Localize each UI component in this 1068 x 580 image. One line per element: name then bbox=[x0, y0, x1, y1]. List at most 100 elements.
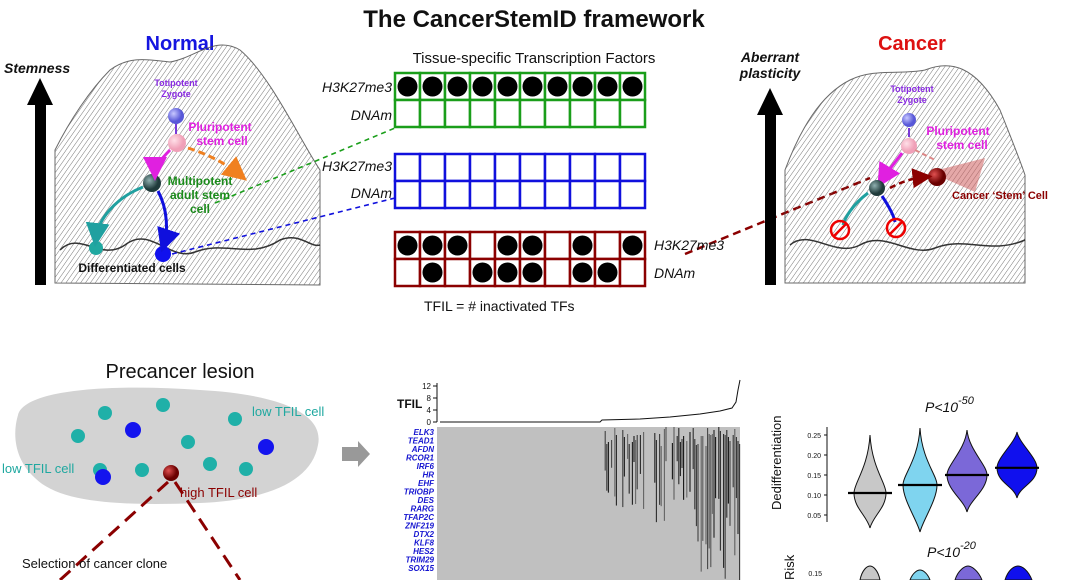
blocked-icon-left bbox=[829, 219, 851, 241]
mark-dot bbox=[422, 262, 443, 283]
totipotent-label-1: Totipotent bbox=[154, 78, 197, 88]
gene-label: SOX15 bbox=[408, 564, 434, 573]
tfil-tick: 8 bbox=[427, 394, 432, 403]
mark-dot bbox=[422, 235, 443, 256]
connector-green bbox=[214, 127, 396, 204]
heatmap-stripes bbox=[604, 427, 741, 580]
green-grid bbox=[393, 71, 647, 129]
mark-dot bbox=[572, 235, 593, 256]
differentiated-label: Differentiated cells bbox=[78, 261, 186, 275]
gene-label: ZNF219 bbox=[404, 522, 434, 531]
mark-dot bbox=[547, 76, 568, 97]
violin-shape bbox=[853, 434, 887, 529]
violin-tick: 0.05 bbox=[807, 513, 821, 520]
tf-cell bbox=[518, 179, 547, 210]
blue-h3-label: H3K27me3 bbox=[322, 158, 392, 174]
mark-dot bbox=[572, 76, 593, 97]
precancer-heading: Precancer lesion bbox=[106, 361, 255, 383]
pval-1-exp: -50 bbox=[958, 395, 975, 407]
violin-shape bbox=[946, 429, 988, 513]
cancer-totipotent-label-2: Zygote bbox=[897, 95, 927, 105]
low-tfil-label-1: low TFIL cell bbox=[252, 404, 324, 419]
totipotent-label-2: Zygote bbox=[161, 89, 191, 99]
tfil-definition: TFIL = # inactivated TFs bbox=[424, 298, 575, 314]
risk-violin-tops bbox=[859, 565, 1033, 580]
tf-cell bbox=[393, 257, 422, 288]
gene-label: KLF8 bbox=[414, 539, 435, 548]
tf-cell bbox=[393, 98, 422, 129]
arrow-orange bbox=[187, 146, 247, 181]
mark-dot bbox=[422, 76, 443, 97]
risk-tick: 0.15 bbox=[808, 571, 822, 578]
gene-label: IRF6 bbox=[417, 462, 435, 471]
multipotent-label-3: cell bbox=[190, 202, 210, 216]
aberrant-label-1: Aberrant bbox=[740, 49, 801, 65]
gene-label: RARG bbox=[410, 505, 434, 514]
mark-dot bbox=[622, 235, 643, 256]
tf-cell bbox=[418, 98, 447, 129]
tf-cell bbox=[543, 179, 572, 210]
tf-cell bbox=[418, 152, 447, 183]
cancer-pluripotent-cell bbox=[901, 138, 917, 154]
tf-cell bbox=[493, 98, 522, 129]
tf-cell bbox=[443, 98, 472, 129]
differentiated-cell-blue bbox=[155, 246, 171, 262]
normal-landscape bbox=[54, 44, 321, 286]
totipotent-cell bbox=[168, 108, 184, 124]
csc-shadow bbox=[930, 158, 985, 192]
lesion-cells bbox=[71, 398, 274, 485]
mark-dot bbox=[472, 262, 493, 283]
mark-dot bbox=[497, 235, 518, 256]
violin-y-ticks: 0.250.200.150.100.05 bbox=[807, 433, 827, 520]
gene-label: HES2 bbox=[413, 547, 434, 556]
arrow-teal bbox=[85, 185, 144, 247]
high-tfil-label: high TFIL cell bbox=[180, 485, 257, 500]
gene-label: TEAD1 bbox=[408, 437, 435, 446]
violin-shape bbox=[902, 427, 938, 533]
tfil-tick: 0 bbox=[427, 418, 432, 427]
mark-dot bbox=[397, 235, 418, 256]
green-dnam-label: DNAm bbox=[351, 107, 393, 123]
cancer-multipotent-cell bbox=[869, 180, 885, 196]
gene-label: TRIOBP bbox=[404, 488, 435, 497]
ylabel-dedifferentiation: Dedifferentiation bbox=[769, 416, 784, 510]
normal-heading: Normal bbox=[146, 33, 215, 55]
tf-cell bbox=[393, 152, 422, 183]
violin-tick: 0.10 bbox=[807, 493, 821, 500]
cancer-heading: Cancer bbox=[878, 33, 946, 55]
tf-cell bbox=[618, 257, 647, 288]
ylabel-risk: Risk bbox=[782, 554, 797, 580]
gene-label: TFAP2C bbox=[403, 513, 434, 522]
tf-cell bbox=[393, 179, 422, 210]
tfil-curve bbox=[440, 379, 741, 423]
mark-dot bbox=[522, 76, 543, 97]
high-tfil-cell bbox=[163, 465, 179, 481]
arrow-to-multipotent bbox=[143, 148, 172, 181]
gene-label: HR bbox=[422, 471, 434, 480]
tf-cell bbox=[468, 179, 497, 210]
right-arrow-icon bbox=[342, 441, 370, 467]
pluripotent-cell bbox=[168, 134, 186, 152]
pluripotent-label-2: stem cell bbox=[196, 134, 247, 148]
csc-label: Cancer ‘Stem’ Cell bbox=[952, 190, 1048, 202]
multipotent-label-2: adult stem bbox=[170, 188, 230, 202]
main-title: The CancerStemID framework bbox=[363, 6, 705, 33]
tf-cell bbox=[518, 152, 547, 183]
blue-dnam-label: DNAm bbox=[351, 185, 393, 201]
mark-dot bbox=[522, 235, 543, 256]
blue-grid bbox=[393, 152, 647, 210]
tf-cell bbox=[468, 230, 497, 261]
gene-label: AFDN bbox=[411, 445, 434, 454]
tfil-tick: 12 bbox=[422, 382, 431, 391]
tf-cell bbox=[618, 179, 647, 210]
tf-cell bbox=[468, 98, 497, 129]
red-dnam-label: DNAm bbox=[654, 265, 696, 281]
violin-tick: 0.15 bbox=[807, 473, 821, 480]
cancer-landscape bbox=[784, 65, 1026, 284]
pval-2: P<10 bbox=[927, 544, 960, 560]
mark-dot bbox=[447, 76, 468, 97]
tf-cell bbox=[468, 152, 497, 183]
tf-cell bbox=[618, 152, 647, 183]
